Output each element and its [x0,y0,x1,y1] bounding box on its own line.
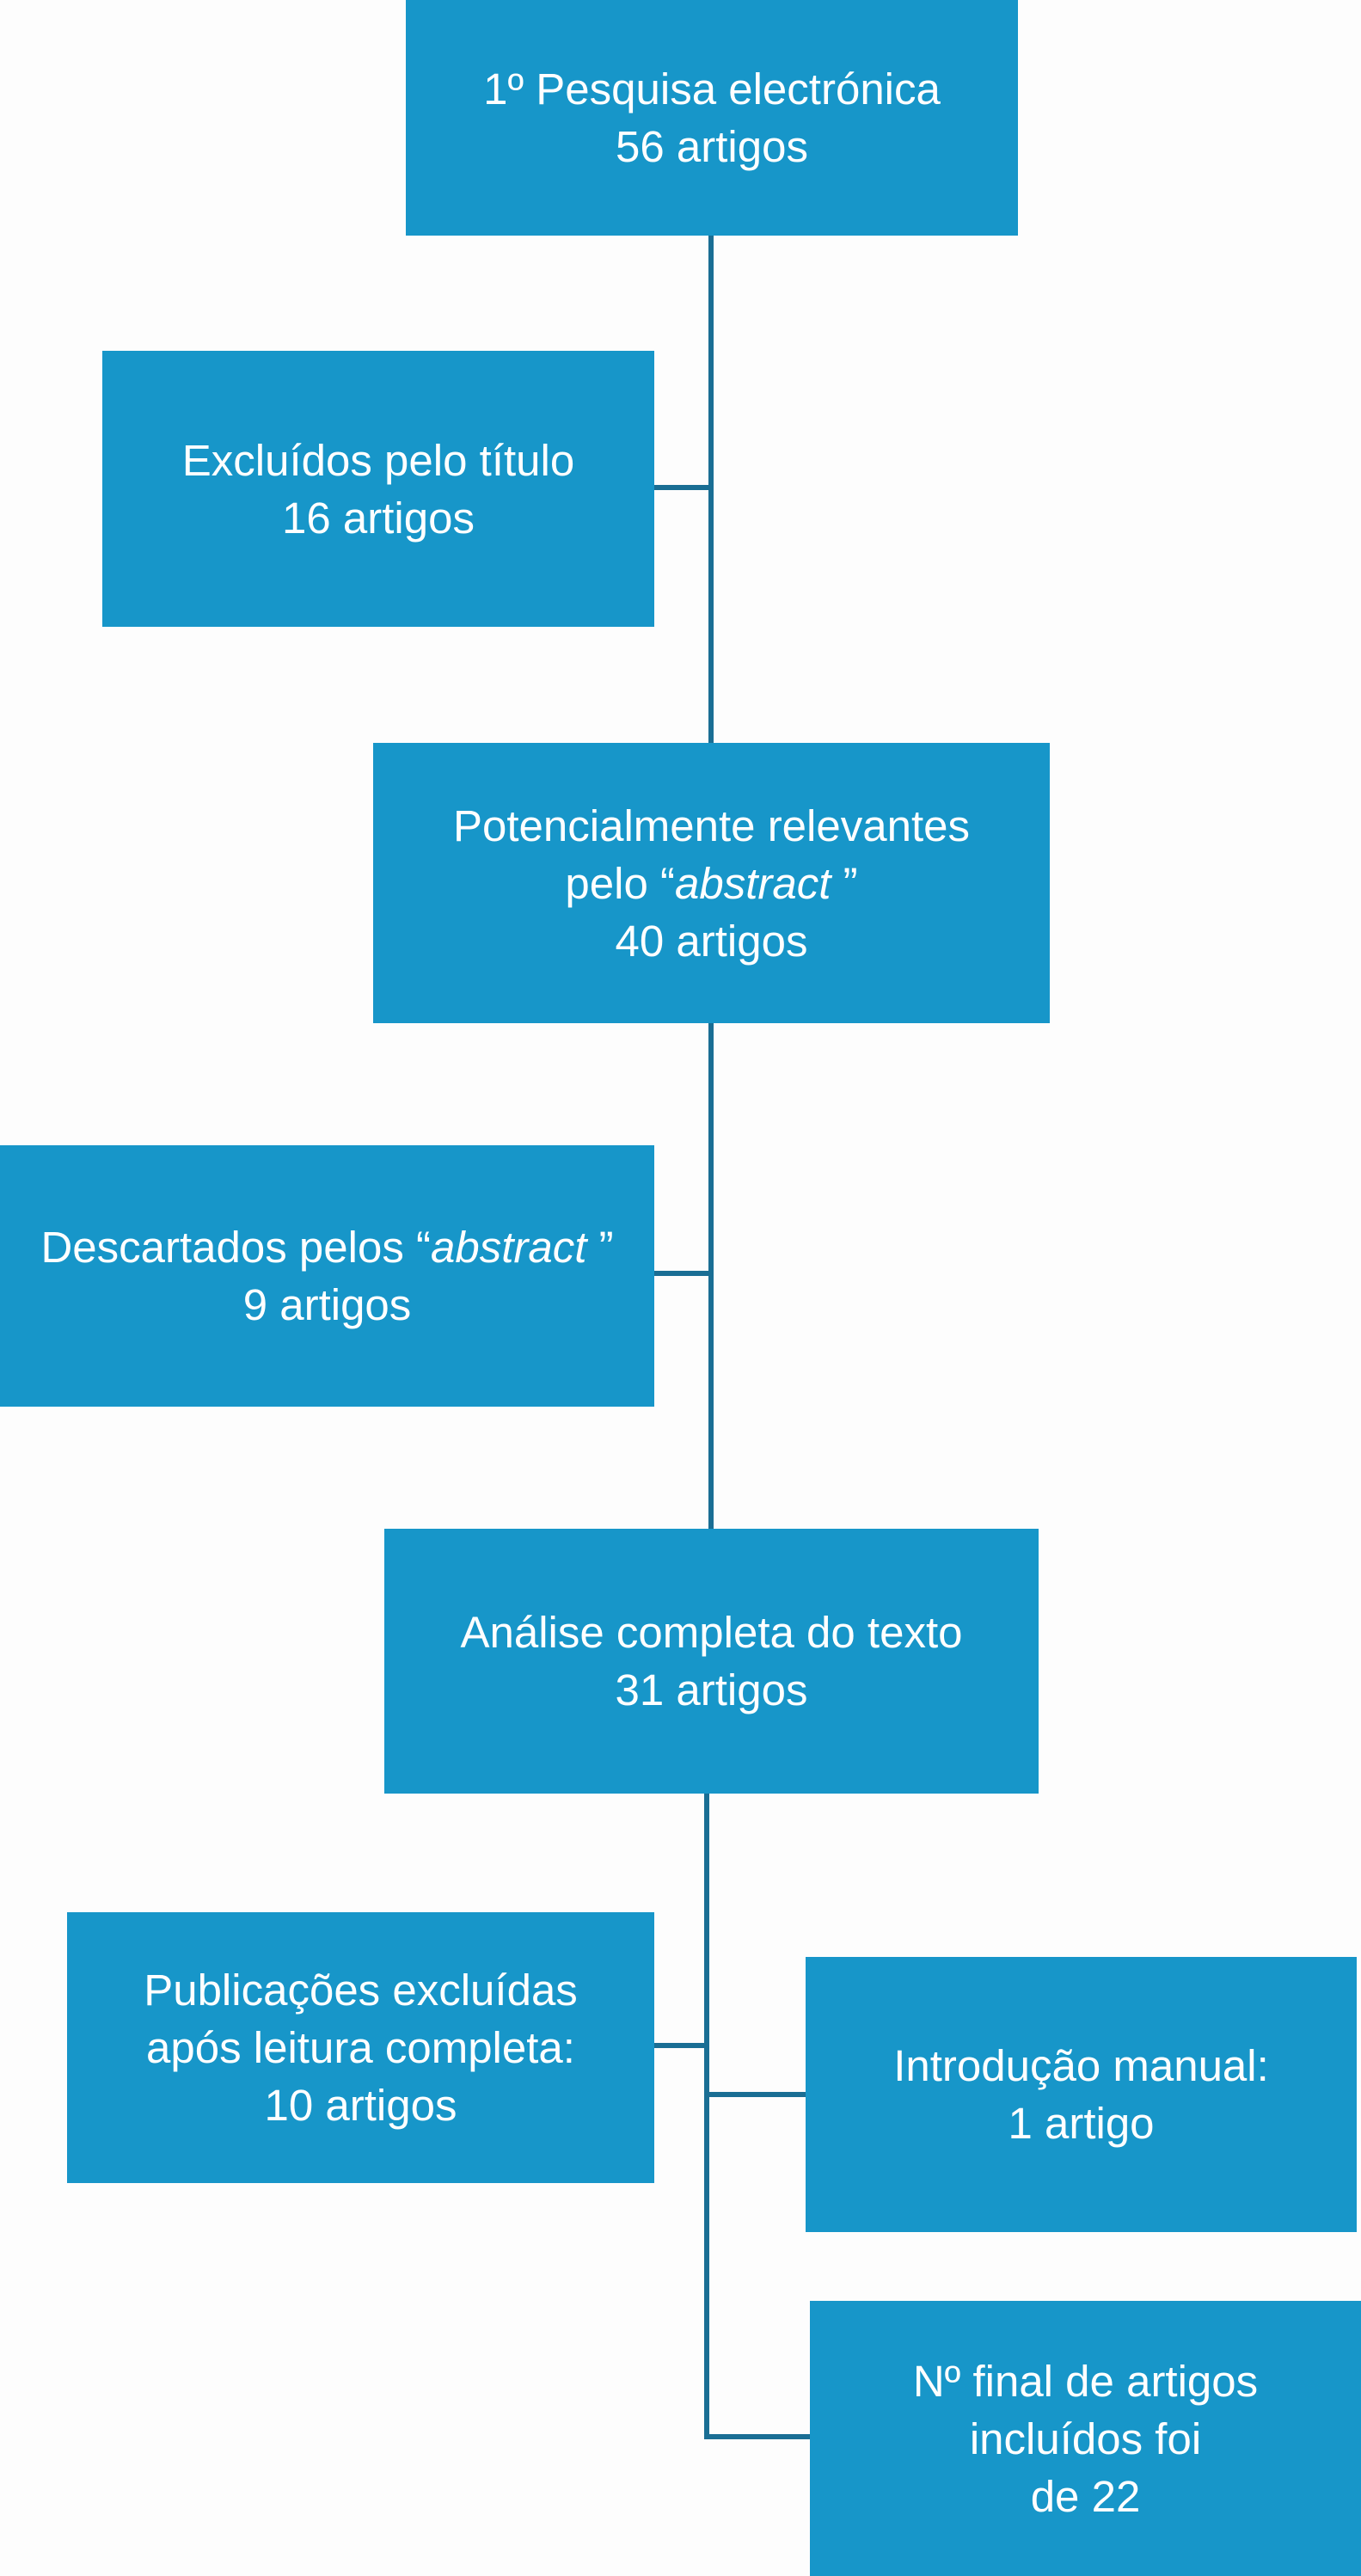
box-final-count: Nº final de artigos incluídos foi de 22 [810,2301,1361,2576]
box-excluded-after-reading-count: 10 artigos [264,2081,457,2130]
box-potentially-relevant: Potencialmente relevantes pelo “abstract… [373,743,1050,1023]
box-abstract-discarded-title: Descartados pelos “abstract ” [40,1218,613,1276]
box-potentially-relevant-count: 40 artigos [615,916,808,966]
box-full-text-analysis-count: 31 artigos [615,1665,808,1714]
box-electronic-search: 1º Pesquisa electrónica 56 artigos [406,0,1018,236]
box-excluded-after-reading-title: Publicações excluídas [144,1966,578,2015]
title-suffix: ” [586,1223,614,1272]
box-manual-introduction-count: 1 artigo [1008,2099,1155,2148]
box-full-text-analysis-title: Análise completa do texto [460,1608,963,1657]
box-manual-introduction-title: Introdução manual: [893,2041,1269,2090]
box-potentially-relevant-title: Potencialmente relevantes [452,800,971,850]
box-title-excluded: Excluídos pelo título 16 artigos [102,351,654,627]
box-manual-introduction: Introdução manual: 1 artigo [806,1957,1357,2232]
box-excluded-after-reading-subtitle: após leitura completa: [146,2023,575,2072]
box-final-count-title: Nº final de artigos [912,2356,1259,2406]
box-final-count-subtitle: incluídos foi [969,2413,1202,2463]
title-italic: abstract [430,1223,587,1272]
subtitle-italic: abstract [675,858,831,908]
box-abstract-discarded: Descartados pelos “abstract ” 9 artigos [0,1145,654,1407]
box-electronic-search-count: 56 artigos [616,122,808,171]
box-potentially-relevant-subtitle: pelo “abstract ” [565,855,857,912]
subtitle-suffix: ” [831,858,858,908]
title-prefix: Descartados pelos “ [40,1223,431,1272]
box-abstract-discarded-count: 9 artigos [242,1280,412,1329]
box-title-excluded-title: Excluídos pelo título [181,435,575,485]
box-electronic-search-title: 1º Pesquisa electrónica [483,64,941,113]
box-full-text-analysis: Análise completa do texto 31 artigos [384,1529,1039,1794]
box-final-count-value: de 22 [1030,2471,1141,2521]
box-excluded-after-reading: Publicações excluídas após leitura compl… [67,1912,654,2183]
box-title-excluded-count: 16 artigos [282,493,475,543]
subtitle-prefix: pelo “ [565,858,675,908]
